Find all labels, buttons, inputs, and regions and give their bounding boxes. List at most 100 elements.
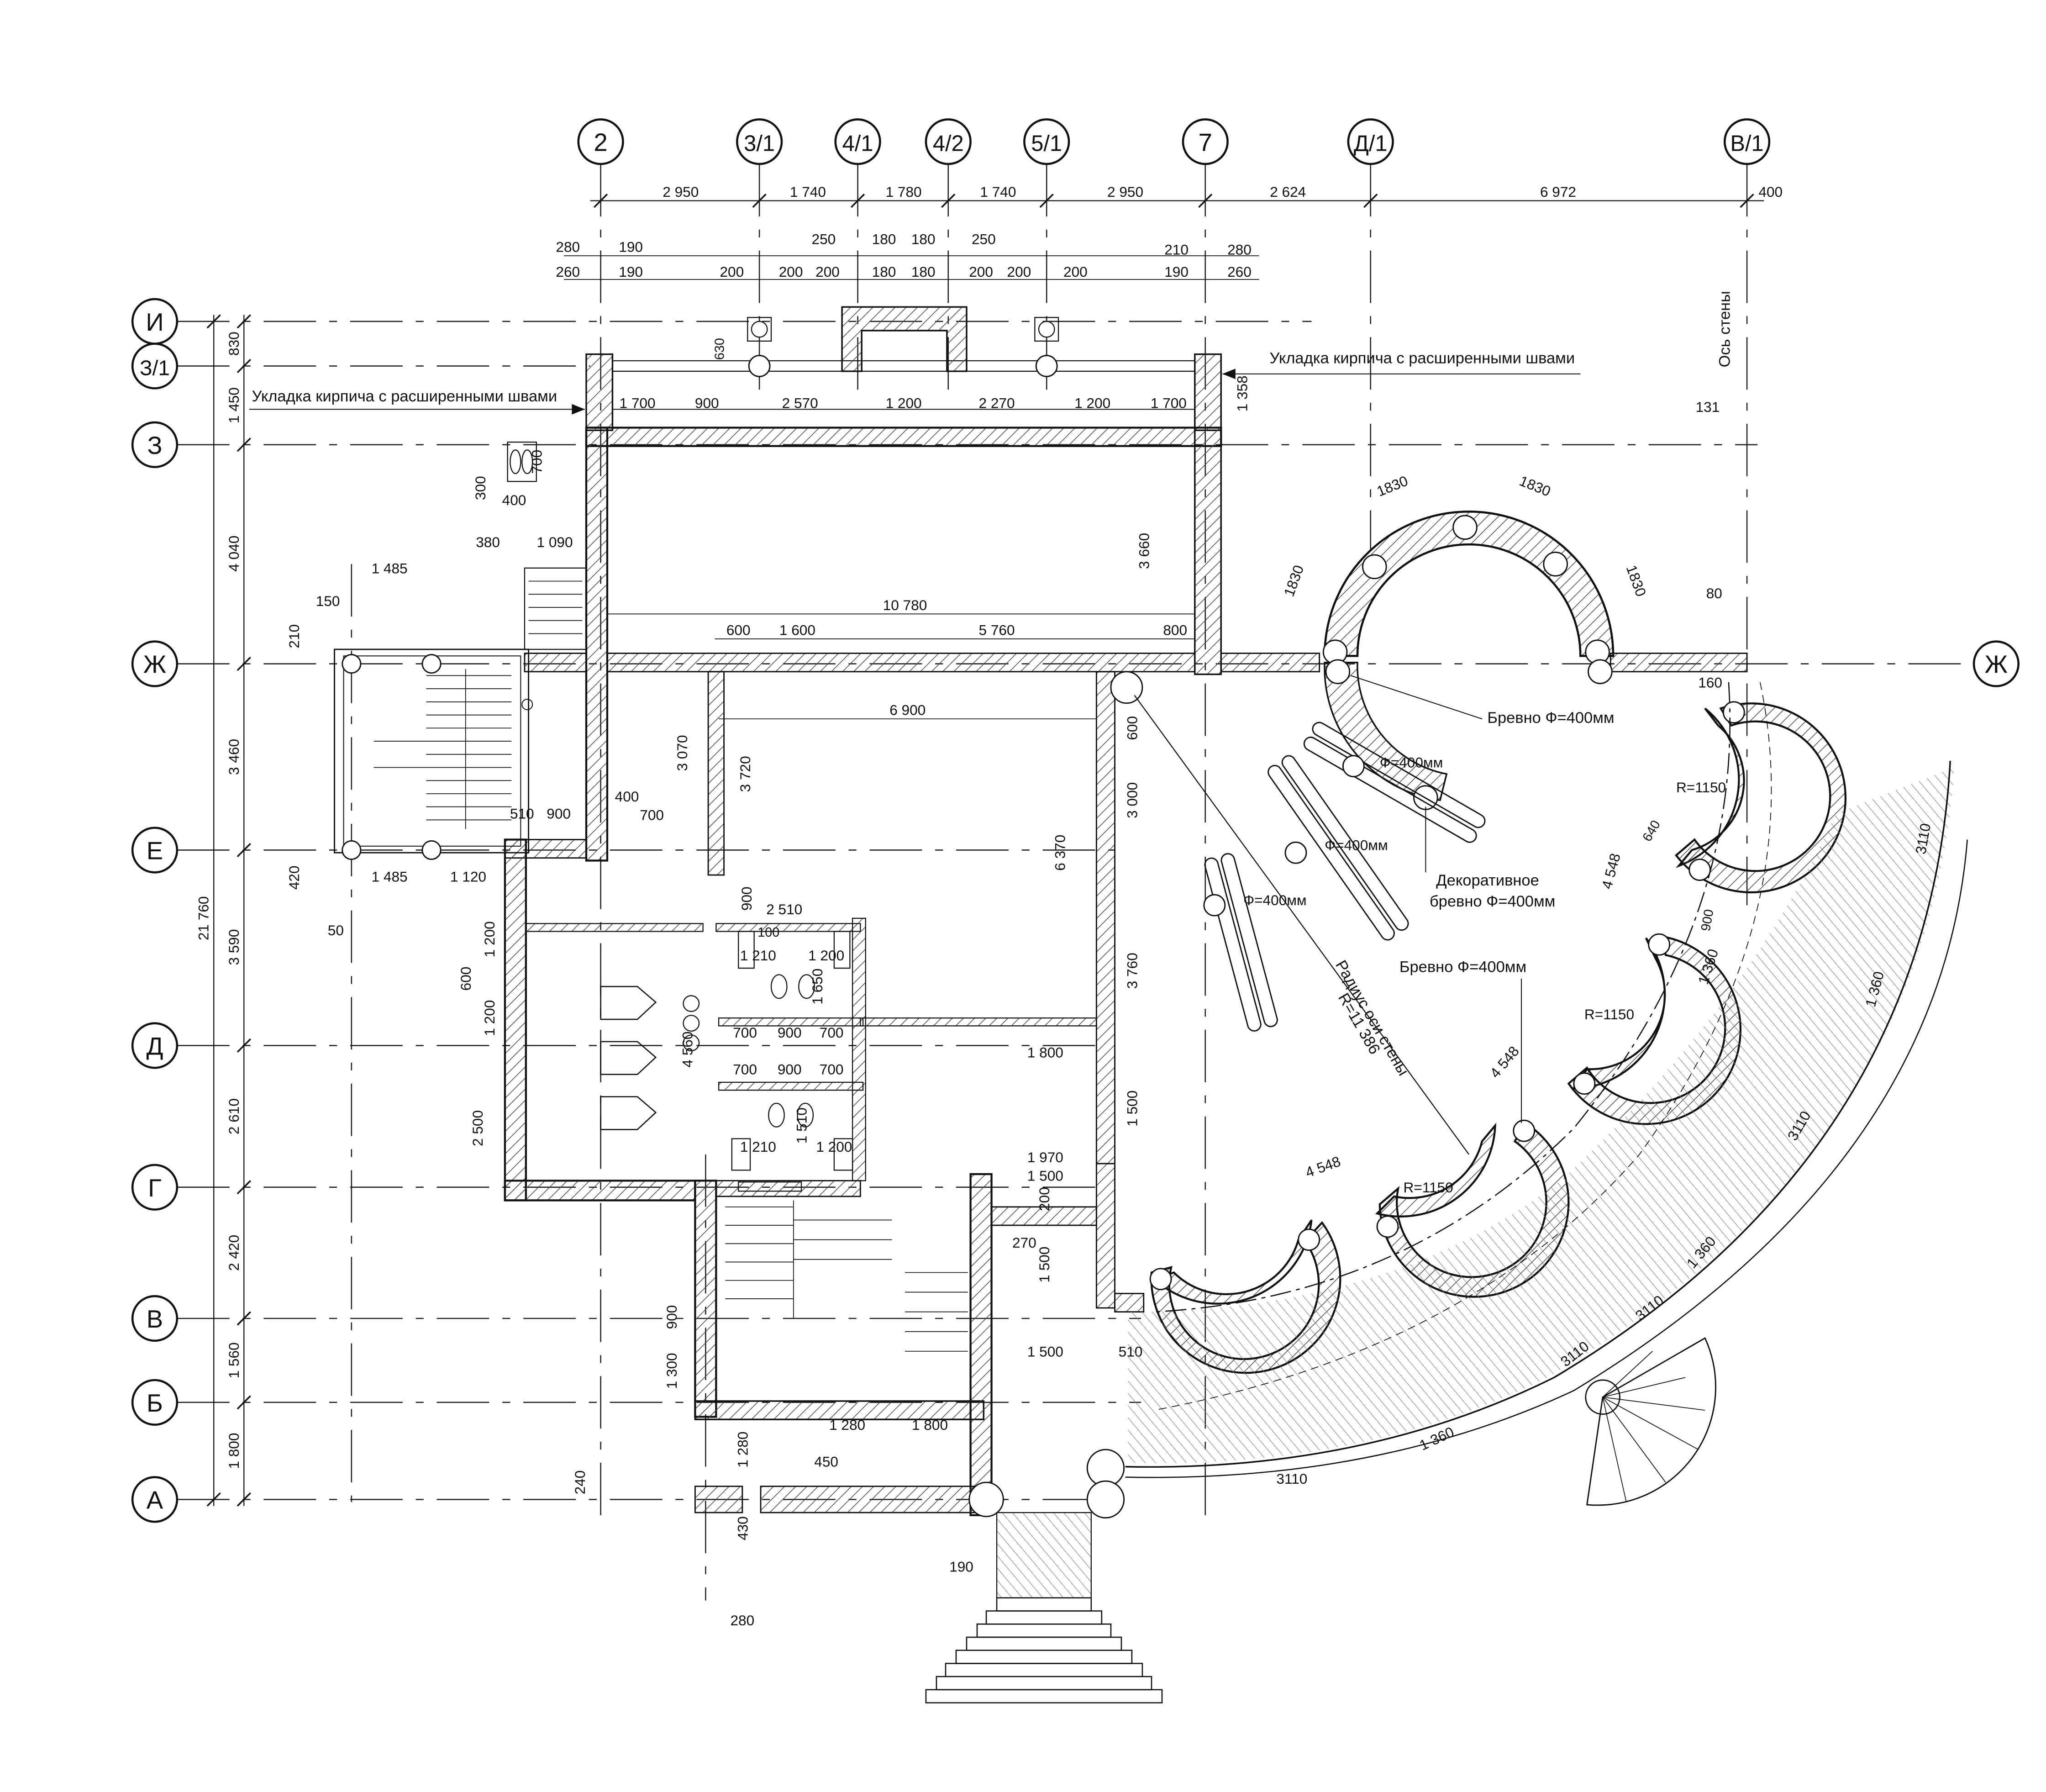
dim-380: 380 bbox=[476, 534, 500, 550]
dim-450: 450 bbox=[814, 1454, 838, 1470]
dim-chord-3: 4 548 bbox=[1303, 1153, 1343, 1181]
dim-r3-3: 200 bbox=[720, 264, 744, 280]
note-wall-axis: Ось стены bbox=[1716, 291, 1734, 367]
note-brick-left: Укладка кирпича с расширенными швами bbox=[252, 388, 558, 405]
dim-400: 400 bbox=[615, 788, 639, 805]
axis-A: А bbox=[147, 1486, 163, 1514]
dim-900d: 900 bbox=[547, 806, 571, 822]
dim-1210a: 1 210 bbox=[740, 947, 776, 964]
dim-left-1: 830 bbox=[226, 332, 242, 356]
top-dimension-chains: 2 950 1 740 1 780 1 740 2 950 2 624 6 97… bbox=[556, 184, 1783, 280]
axis-B: Б bbox=[147, 1389, 163, 1417]
dim-outer-8: 1 360 bbox=[1417, 1423, 1457, 1454]
dim-430: 430 bbox=[734, 1516, 751, 1540]
axis-7: 7 bbox=[1199, 128, 1212, 156]
note-brick-right: Укладка кирпича с расширенными швами bbox=[1270, 350, 1575, 367]
dim-r3-12: 260 bbox=[1227, 264, 1252, 280]
dim-r3-1: 260 bbox=[556, 264, 580, 280]
dim-1650: 1 650 bbox=[809, 969, 826, 1005]
north-facade: 1 700 900 2 570 1 200 2 270 1 200 1 700 … bbox=[585, 306, 1251, 447]
dim-outer-5: 3110 bbox=[1276, 1470, 1307, 1487]
dim-420: 420 bbox=[286, 865, 302, 890]
dim-facade-7: 1 700 bbox=[1151, 395, 1187, 411]
note-phi-1: Ф=400мм bbox=[1380, 754, 1443, 770]
dim-r3-8: 200 bbox=[969, 264, 993, 280]
axis-2: 2 bbox=[594, 128, 607, 156]
dim-r2-1: 280 bbox=[556, 239, 580, 255]
log-semicircles-arc bbox=[1149, 701, 1847, 1374]
dim-5760: 5 760 bbox=[979, 622, 1015, 638]
dim-r2-5: 180 bbox=[911, 231, 936, 247]
dim-top-2: 1 740 bbox=[790, 184, 826, 200]
dim-1300v: 1 300 bbox=[663, 1353, 680, 1389]
axis-Zh-right: Ж bbox=[1985, 651, 2008, 679]
dim-1800: 1 800 bbox=[1027, 1044, 1063, 1060]
dim-300: 300 bbox=[472, 476, 489, 500]
dim-640: 640 bbox=[1640, 818, 1663, 844]
dim-190-b: 190 bbox=[949, 1558, 973, 1575]
dim-700a: 700 bbox=[733, 1024, 757, 1041]
note-decor-2: бревно Ф=400мм bbox=[1430, 893, 1555, 910]
dim-left-8: 1 560 bbox=[226, 1342, 242, 1378]
grid-lines bbox=[177, 164, 1974, 1601]
dim-10780: 10 780 bbox=[883, 597, 927, 613]
axis-Z-1: З/1 bbox=[140, 356, 170, 380]
dim-left-6: 2 610 bbox=[226, 1098, 242, 1134]
axis-3-1: 3/1 bbox=[744, 131, 775, 156]
dim-r2-8: 280 bbox=[1227, 241, 1252, 258]
axis-V: В bbox=[147, 1305, 163, 1333]
fixtures bbox=[521, 699, 968, 1352]
log-semicircle-top: 1830 1830 1830 1830 bbox=[1280, 472, 1650, 810]
dim-1090: 1 090 bbox=[537, 534, 573, 550]
dim-r2-2: 190 bbox=[619, 239, 643, 255]
axis-G: Г bbox=[148, 1174, 162, 1202]
dim-r3-2: 190 bbox=[619, 264, 643, 280]
dim-facade-5: 2 270 bbox=[979, 395, 1015, 411]
dim-3720: 3 720 bbox=[737, 756, 753, 792]
dim-400b: 400 bbox=[502, 492, 526, 508]
dim-1970: 1 970 bbox=[1027, 1149, 1063, 1165]
dim-630a: 630 bbox=[713, 338, 727, 360]
dim-900b: 900 bbox=[778, 1024, 802, 1041]
dim-semicircle-1: 1830 bbox=[1280, 563, 1307, 599]
dim-3760: 3 760 bbox=[1124, 953, 1140, 989]
main-walls bbox=[504, 427, 1748, 1599]
dim-r2-4: 180 bbox=[872, 231, 896, 247]
dim-r2-6: 250 bbox=[972, 231, 996, 247]
dim-50: 50 bbox=[328, 922, 344, 938]
axis-D: Д bbox=[146, 1033, 163, 1060]
dim-facade-1: 1 700 bbox=[619, 395, 655, 411]
dim-1500-b: 1 500 bbox=[1027, 1167, 1063, 1184]
dim-left-5: 3 590 bbox=[226, 929, 242, 965]
dim-2500: 2 500 bbox=[469, 1110, 486, 1146]
dim-160-a: 160 bbox=[1698, 674, 1722, 690]
dim-200: 200 bbox=[1036, 1187, 1052, 1211]
note-log-1: Бревно Ф=400мм bbox=[1487, 709, 1614, 727]
dim-210: 210 bbox=[286, 624, 302, 648]
dim-top-6: 2 624 bbox=[1270, 184, 1306, 200]
left-dimension-chains: 830 1 450 4 040 3 460 3 590 2 610 2 420 … bbox=[195, 314, 251, 1507]
dim-r2-3: 250 bbox=[812, 231, 836, 247]
dim-1358: 1 358 bbox=[1234, 375, 1251, 411]
dim-900c: 900 bbox=[778, 1061, 802, 1078]
dim-100-s: 100 bbox=[757, 925, 779, 940]
dim-280-b: 280 bbox=[730, 1612, 754, 1629]
dim-r3-6: 180 bbox=[872, 264, 896, 280]
interior-dimensions: 10 780 600 1 600 5 760 800 6 900 3 660 3… bbox=[458, 399, 1722, 1629]
dim-facade-2: 900 bbox=[695, 395, 719, 411]
dim-r2-7: 210 bbox=[1164, 241, 1189, 258]
axis-4-1: 4/1 bbox=[842, 131, 873, 156]
dim-900e: 900 bbox=[1699, 908, 1717, 933]
dim-700e: 700 bbox=[640, 806, 664, 823]
dim-1485-bottom: 1 485 bbox=[372, 868, 408, 885]
dim-80: 80 bbox=[1706, 585, 1722, 601]
dim-600c: 600 bbox=[458, 967, 474, 991]
dim-r3-4: 200 bbox=[779, 264, 803, 280]
dim-900v: 900 bbox=[663, 1305, 680, 1329]
dim-270: 270 bbox=[1012, 1234, 1036, 1251]
entrance-stairs bbox=[925, 1597, 1163, 1703]
dim-top-5: 2 950 bbox=[1107, 184, 1143, 200]
dim-1210b: 1 210 bbox=[740, 1138, 776, 1155]
dim-700b: 700 bbox=[820, 1024, 844, 1041]
dim-3660: 3 660 bbox=[1136, 533, 1152, 569]
